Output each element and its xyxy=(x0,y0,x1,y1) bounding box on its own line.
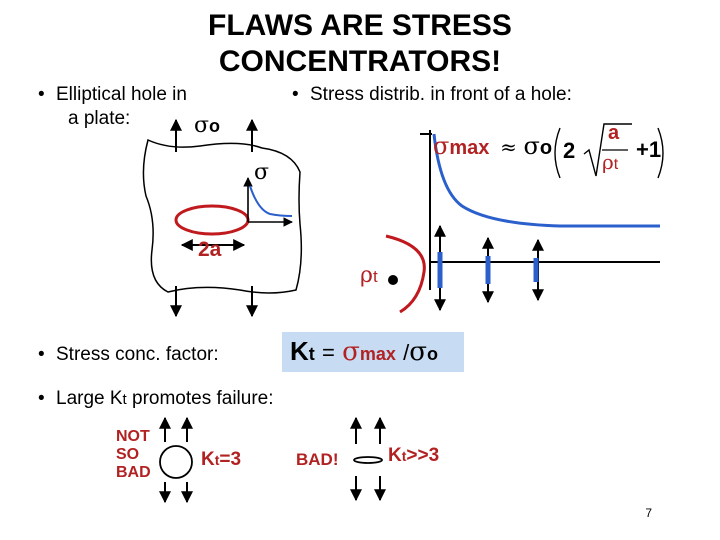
kt-equals: = xyxy=(322,340,335,365)
large-kt-suffix: promotes failure: xyxy=(126,388,274,409)
sharp-crack xyxy=(353,456,383,464)
not-so-bad-line-3: BAD xyxy=(116,464,151,481)
kt-high-val: >>3 xyxy=(406,445,440,466)
kt-sigma-max-symbol: σ xyxy=(342,337,360,367)
elliptical-hole xyxy=(174,204,250,236)
round-hole xyxy=(159,445,193,479)
sigma-symbol: σ xyxy=(194,113,210,138)
sigma-o-sub: o xyxy=(539,137,553,159)
sigma-o-symbol: σ xyxy=(523,132,540,160)
plate-outline xyxy=(142,138,303,294)
rho-t-label: ρt xyxy=(360,262,378,288)
bullet-elliptical-hole: • Elliptical hole in xyxy=(38,84,187,106)
kt-low-K: K xyxy=(201,449,215,470)
kt-high-label: Kt>>3 xyxy=(388,445,439,467)
page-number: 7 xyxy=(645,506,652,520)
kt-slash: / xyxy=(403,340,410,365)
sigma-max-sub: max xyxy=(449,137,490,159)
formula-denominator-rho: ρt xyxy=(602,150,618,175)
bad-label: BAD! xyxy=(296,450,339,469)
kt-sigma-o-sub: o xyxy=(427,344,438,364)
approx-symbol: ≈ xyxy=(500,135,517,159)
kt-formula: Kt = σmax /σo xyxy=(290,336,438,367)
rho-symbol: ρ xyxy=(602,150,614,174)
not-so-bad-line-2: SO xyxy=(116,446,140,463)
bullet-dot: • xyxy=(38,84,45,105)
kt-K: K xyxy=(290,336,309,366)
kt-low-label: Kt=3 xyxy=(201,449,241,471)
bullet-stress-distrib-text: Stress distrib. in front of a hole: xyxy=(310,84,572,105)
kt-sigma-o-symbol: σ xyxy=(409,337,427,367)
kt-low-sub: t xyxy=(214,452,220,468)
rho-sub: t xyxy=(613,156,619,173)
kt-low-val: =3 xyxy=(219,449,242,470)
not-so-bad-line-1: NOT xyxy=(116,428,150,445)
bullet-elliptical-text-1: Elliptical hole in xyxy=(56,84,187,105)
formula-factor-2: 2 xyxy=(563,138,576,163)
sigma-max-symbol: σ xyxy=(433,132,450,160)
bullet-stress-conc-text: Stress conc. factor: xyxy=(56,344,219,365)
local-stress-curve xyxy=(249,185,293,217)
formula-plus-one: +1 xyxy=(636,137,662,162)
large-kt-sub: t xyxy=(122,391,127,408)
sigma-o-sub: o xyxy=(209,116,221,136)
hole-edge-arc xyxy=(385,234,426,314)
formula-left-paren xyxy=(554,127,561,179)
rho-t-sub: t xyxy=(372,267,378,286)
large-kt-prefix: Large K xyxy=(56,388,123,409)
kt-sigma-max-sub: max xyxy=(359,344,396,364)
bullet-stress-conc: • Stress conc. factor: xyxy=(38,344,219,366)
plate-sigma-o-label: σo xyxy=(194,112,220,138)
bullet-large-kt: • Large Kt promotes failure: xyxy=(38,388,274,411)
title-line-1: FLAWS ARE STRESS xyxy=(208,9,512,42)
kt-formula-box xyxy=(282,332,464,372)
local-sigma-label: σ xyxy=(254,160,270,185)
formula-right-paren xyxy=(657,127,664,179)
rho-t-symbol: ρ xyxy=(360,263,373,288)
slide-title: FLAWS ARE STRESS CONCENTRATORS! xyxy=(0,8,720,80)
sigma-max-formula: σmax ≈ σo xyxy=(433,132,552,161)
bullet-dot: • xyxy=(38,344,45,365)
rho-t-point xyxy=(388,275,398,285)
two-a-label: 2a xyxy=(198,238,222,261)
formula-sqrt xyxy=(583,123,632,177)
kt-high-K: K xyxy=(388,445,402,466)
not-so-bad-label: NOT SO BAD xyxy=(116,428,151,482)
title-line-2: CONCENTRATORS! xyxy=(218,45,502,78)
bullet-dot: • xyxy=(292,84,299,105)
bullet-stress-distrib: • Stress distrib. in front of a hole: xyxy=(292,84,572,106)
stress-distribution-curve xyxy=(432,133,660,228)
bullet-elliptical-hole-line2: a plate: xyxy=(68,108,131,129)
kt-high-sub: t xyxy=(401,448,407,464)
kt-sub: t xyxy=(308,344,315,364)
bullet-dot: • xyxy=(38,388,45,409)
formula-numerator-a: a xyxy=(608,122,620,144)
